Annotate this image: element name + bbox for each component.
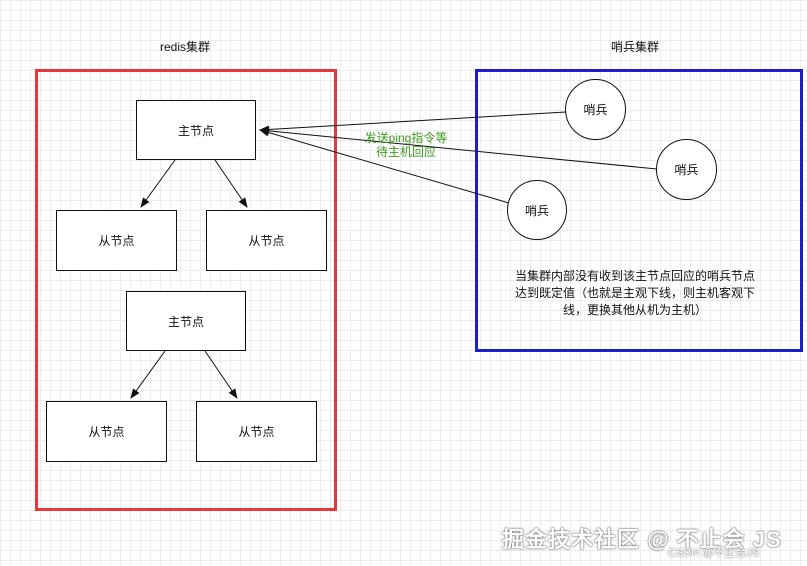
slave-node-3: 从节点: [46, 401, 167, 462]
sentinel-node-2: 哨兵: [656, 139, 717, 200]
note-line3: 线，更换其他从机为主机）: [562, 303, 707, 317]
redis-cluster-title: redis集群: [160, 40, 211, 54]
edge-sentinel2-master1: [259, 126, 658, 170]
redis-cluster-frame: [35, 69, 337, 511]
master-node-2: 主节点: [126, 291, 246, 351]
edge-master1-slave1: [140, 159, 176, 208]
ping-label-line1: 发送ping指令等: [364, 131, 448, 145]
sentinel-cluster-frame: [475, 69, 803, 352]
slave-node-2: 从节点: [206, 210, 327, 271]
sentinel-node-3: 哨兵: [507, 180, 567, 240]
note-line2: 达到既定值（也就是主观下线，则主机客观下: [514, 286, 755, 300]
sentinel-node-1: 哨兵: [565, 79, 626, 140]
master-node-1: 主节点: [136, 100, 256, 160]
ping-label-line2: 待主机回应: [375, 145, 436, 159]
slave-node-4: 从节点: [196, 401, 317, 462]
watermark-sub: CSDN @不止会JS: [668, 547, 760, 559]
slave-node-1: 从节点: [56, 210, 177, 271]
note-line1: 当集群内部没有收到该主节点回应的哨兵节点: [514, 269, 755, 283]
edge-master2-slave3: [130, 350, 166, 399]
watermark-main: 掘金技术社区 @ 不止会 JS: [502, 527, 782, 552]
edge-master2-slave4: [204, 350, 238, 399]
edge-sentinel1-master1: [259, 111, 567, 134]
edge-sentinel3-master1: [259, 128, 510, 204]
edge-master1-slave2: [214, 159, 248, 208]
objective-down-note: 当集群内部没有收到该主节点回应的哨兵节点 达到既定值（也就是主观下线，则主机客观…: [500, 268, 770, 319]
sentinel-cluster-title: 哨兵集群: [611, 40, 660, 54]
ping-label: 发送ping指令等 待主机回应: [356, 131, 456, 159]
